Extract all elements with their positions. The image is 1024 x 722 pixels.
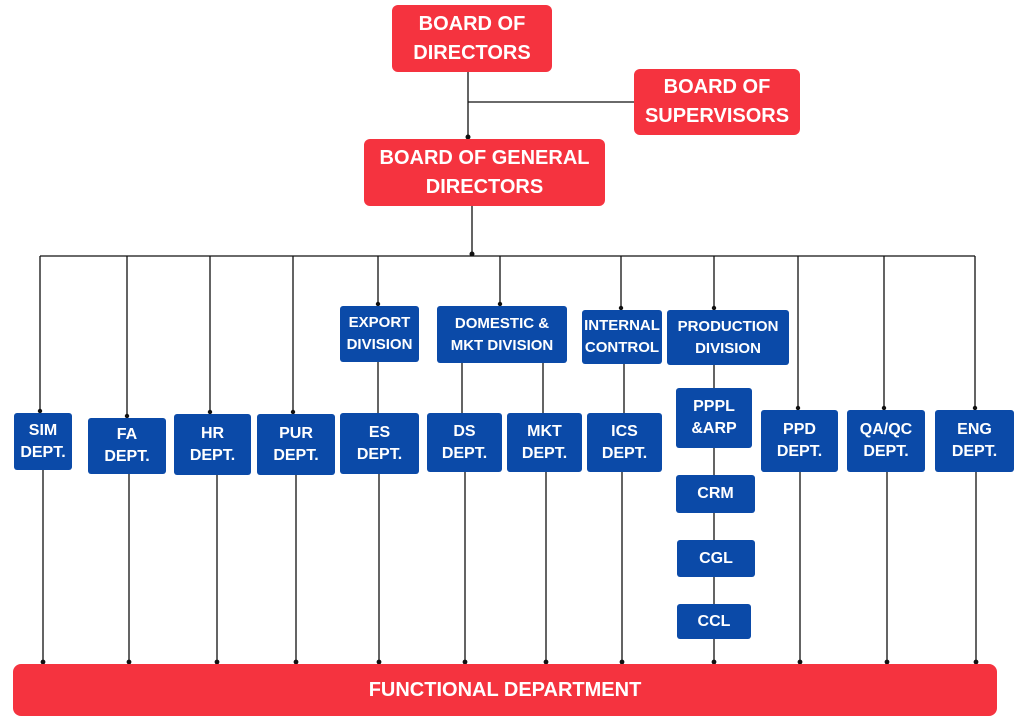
es-dept-box: ES DEPT.	[340, 413, 419, 474]
board-of-directors-box: BOARD OF DIRECTORS	[392, 5, 552, 72]
internal-control-box: INTERNAL CONTROL	[582, 310, 662, 364]
sim-dept-box: SIM DEPT.	[14, 413, 72, 470]
export-division-box: EXPORT DIVISION	[340, 306, 419, 362]
qa-qc-dept-box: QA/QC DEPT.	[847, 410, 925, 472]
hr-dept-box: HR DEPT.	[174, 414, 251, 475]
production-division-box: PRODUCTION DIVISION	[667, 310, 789, 365]
crm-box: CRM	[676, 475, 755, 513]
eng-dept-box: ENG DEPT.	[935, 410, 1014, 472]
ics-dept-box: ICS DEPT.	[587, 413, 662, 472]
functional-department-bar: FUNCTIONAL DEPARTMENT	[13, 664, 997, 716]
ppd-dept-box: PPD DEPT.	[761, 410, 838, 472]
pur-dept-box: PUR DEPT.	[257, 414, 335, 475]
ds-dept-box: DS DEPT.	[427, 413, 502, 472]
mkt-dept-box: MKT DEPT.	[507, 413, 582, 472]
board-of-supervisors-box: BOARD OF SUPERVISORS	[634, 69, 800, 135]
fa-dept-box: FA DEPT.	[88, 418, 166, 474]
pppl-arp-box: PPPL &ARP	[676, 388, 752, 448]
ccl-box: CCL	[677, 604, 751, 639]
board-of-general-directors-box: BOARD OF GENERAL DIRECTORS	[364, 139, 605, 206]
cgl-box: CGL	[677, 540, 755, 577]
domestic-mkt-division-box: DOMESTIC & MKT DIVISION	[437, 306, 567, 363]
